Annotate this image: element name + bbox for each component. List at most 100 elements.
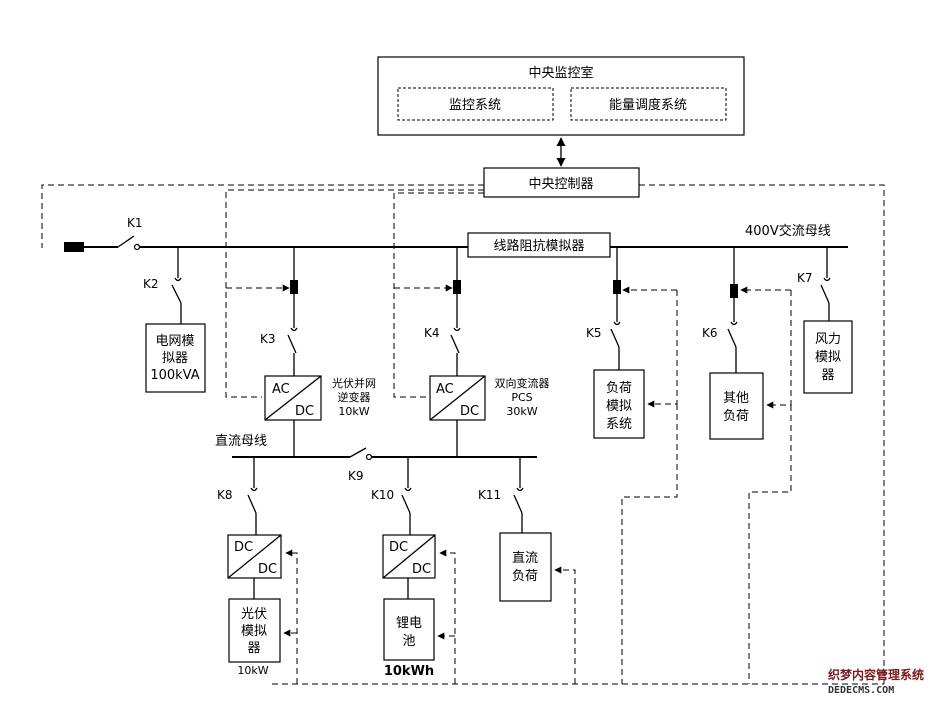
- switch-k9-label: K9: [348, 469, 364, 483]
- switch-k1-label: K1: [127, 216, 143, 230]
- wind-simulator-box: [803, 320, 853, 394]
- line-impedance-box: [467, 232, 611, 258]
- k7-blade: [820, 284, 830, 304]
- switch-k8-label: K8: [217, 488, 233, 502]
- switch-k4-label: K4: [424, 326, 440, 340]
- k4-contact: [453, 327, 461, 332]
- dc-bus-label: 直流母线: [215, 434, 267, 449]
- pcs-breaker-actuator: [453, 280, 461, 294]
- pv-simulator-l3: 器: [247, 641, 260, 656]
- battery-dcdc-top: DC: [389, 540, 408, 555]
- k5-blade: [610, 328, 620, 348]
- watermark-line1: 织梦内容管理系统: [828, 667, 924, 682]
- k5-contact: [613, 321, 621, 326]
- switch-k6-label: K6: [702, 326, 718, 340]
- grid-simulator-l1: 电网模: [155, 334, 194, 349]
- ctrl-line-left: [41, 184, 484, 248]
- wind-simulator-l1: 风力: [815, 332, 841, 347]
- load-sim-ctrl-feed: [621, 404, 678, 684]
- ctrl-line-pcs: [393, 192, 484, 398]
- central-controller-box: [483, 167, 640, 198]
- k9-blade: [349, 447, 367, 458]
- ctrl-line-right: [639, 184, 885, 684]
- switch-k7-label: K7: [797, 271, 813, 285]
- other-load-l1: 其他: [723, 391, 749, 406]
- pv-dcdc-diagonal: [227, 534, 282, 579]
- dc-load-l1: 直流: [512, 551, 538, 566]
- line-impedance-label: 线路阻抗模拟器: [493, 238, 584, 254]
- pcs-name-l2: PCS: [511, 391, 532, 404]
- dc-load-box: [499, 532, 552, 602]
- ac-bus-label: 400V交流母线: [745, 223, 831, 239]
- k6-contact: [730, 321, 738, 326]
- other-load-breaker-actuator: [730, 284, 738, 298]
- pv-simulator-l1: 光伏: [241, 607, 267, 622]
- wind-simulator-l2: 模拟: [815, 350, 841, 365]
- watermark-line2: DEDECMS.COM: [828, 685, 894, 696]
- k2-contact: [174, 277, 182, 282]
- central-monitor-room-box: [377, 56, 745, 136]
- switch-k10-label: K10: [371, 488, 394, 502]
- ctrl-line-pv: [225, 189, 484, 398]
- energy-dispatch-label: 能量调度系统: [609, 97, 687, 113]
- pv-inverter-name-l2: 逆变器: [338, 390, 371, 404]
- battery-rating: 10kWh: [384, 664, 434, 679]
- k7-contact: [823, 277, 831, 282]
- pv-dcdc-top: DC: [234, 540, 253, 555]
- pcs-name-l1: 双向变流器: [495, 376, 550, 390]
- switch-k2-label: K2: [143, 277, 159, 291]
- battery-l1: 锂电: [396, 616, 422, 631]
- grid-simulator-l2: 拟器: [162, 351, 188, 366]
- k1-switch-blade: [117, 235, 135, 248]
- k9-contact: [365, 453, 373, 461]
- monitor-system-label: 监控系统: [449, 98, 501, 113]
- pv-inverter-name-l1: 光伏并网: [332, 376, 376, 390]
- k3-contact: [290, 327, 298, 332]
- pv-inverter-diagonal: [264, 375, 322, 421]
- battery-dcdc-bottom: DC: [412, 562, 431, 577]
- k11-blade: [513, 494, 523, 514]
- monitor-system-box: [397, 87, 554, 121]
- other-load-l2: 负荷: [723, 409, 749, 424]
- switch-k11-label: K11: [478, 488, 501, 502]
- pv-inverter-dc: DC: [295, 404, 314, 419]
- k10-blade: [401, 494, 411, 514]
- k8-contact: [250, 487, 258, 492]
- battery-box: [383, 598, 435, 661]
- dc-load-ctrl: [554, 566, 576, 684]
- pcs-dc: DC: [460, 404, 479, 419]
- pv-dcdc-bottom: DC: [258, 562, 277, 577]
- pv-dcdc-ctrl: [285, 549, 298, 684]
- pcs-rating: 30kW: [506, 405, 537, 418]
- k1-switch-contact: [133, 243, 141, 251]
- dc-load-l2: 负荷: [512, 569, 538, 584]
- grid-simulator-box: [145, 323, 206, 393]
- grid-connection-block: [64, 242, 84, 252]
- k3-blade: [287, 334, 297, 354]
- k10-contact: [404, 487, 412, 492]
- switch-k3-label: K3: [260, 332, 276, 346]
- pv-simulator-l2: 模拟: [241, 624, 267, 639]
- other-load-ctrl-feed: [748, 405, 792, 684]
- energy-dispatch-box: [570, 87, 727, 121]
- k8-blade: [247, 494, 257, 514]
- load-breaker-actuator: [613, 280, 621, 294]
- pv-inverter-ac: AC: [272, 382, 290, 397]
- central-controller-label: 中央控制器: [528, 177, 593, 192]
- battery-dcdc-ctrl: [439, 549, 456, 684]
- k4-blade: [450, 334, 460, 354]
- wind-simulator-l3: 器: [821, 368, 834, 383]
- k11-contact: [516, 487, 524, 492]
- load-simulator-l1: 负荷: [606, 381, 632, 396]
- other-load-ctrl-line: [766, 290, 792, 409]
- k2-blade: [171, 284, 182, 304]
- switch-k5-label: K5: [586, 326, 602, 340]
- load-simulator-l2: 模拟: [606, 399, 632, 414]
- load-sim-ctrl-line: [647, 290, 678, 408]
- load-simulator-l3: 系统: [606, 417, 632, 432]
- pv-simulator-rating: 10kW: [237, 664, 268, 677]
- pcs-diagonal: [429, 375, 486, 421]
- pv-breaker-actuator: [290, 280, 298, 294]
- other-load-box: [709, 372, 764, 440]
